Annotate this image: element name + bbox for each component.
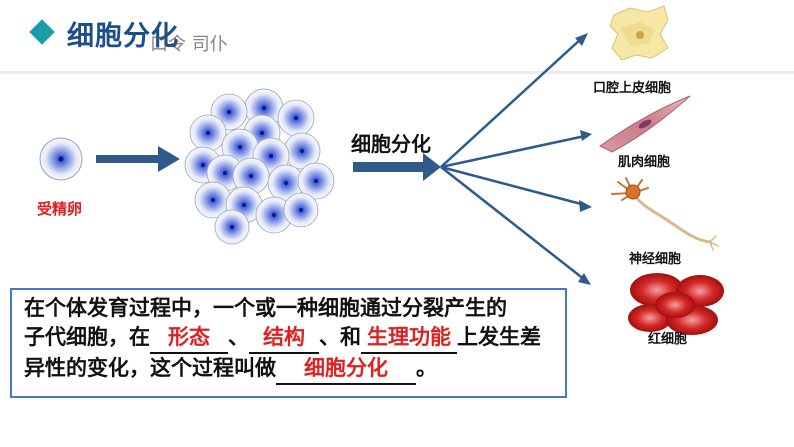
zygote-cell — [39, 137, 83, 181]
process-label: 细胞分化 — [351, 132, 431, 156]
definition-text: 在个体发育过程中，一个或一种细胞通过分裂产生的 — [24, 296, 507, 320]
epithelial-cell-image — [609, 5, 669, 61]
answer-text: 细胞分化 — [304, 356, 388, 380]
muscle-cell-image — [599, 95, 691, 153]
definition-text: 、 — [228, 325, 249, 349]
answer-text: 生理功能 — [367, 325, 451, 349]
definition-box: 在个体发育过程中，一个或一种细胞通过分裂产生的 子代细胞，在形态、结构、和生理功… — [10, 288, 567, 398]
branch-arrows — [440, 33, 592, 285]
definition-line-1: 在个体发育过程中，一个或一种细胞通过分裂产生的 — [24, 294, 555, 323]
answer-text: 结构 — [263, 325, 305, 349]
nerve-cell-image — [611, 177, 719, 251]
differentiation-arrow — [353, 153, 441, 181]
zygote-label: 受精卵 — [37, 200, 83, 218]
answer-blank-3: 生理功能 — [361, 323, 457, 354]
cell-label-muscle: 肌肉细胞 — [618, 155, 671, 170]
definition-text: 子代细胞，在 — [24, 325, 150, 349]
cell-cluster — [184, 88, 335, 245]
answer-blank-4: 细胞分化 — [276, 354, 416, 385]
red-blood-cell-image — [628, 273, 724, 335]
definition-text: 异性的变化，这个过程叫做 — [24, 356, 276, 380]
page-title: 细胞分化 — [67, 21, 179, 52]
definition-text: 上发生差 — [457, 325, 541, 349]
definition-line-3: 异性的变化，这个过程叫做 细胞分化 。 — [24, 354, 555, 385]
answer-text: 形态 — [168, 325, 210, 349]
definition-text: 。 — [416, 356, 437, 380]
definition-text: 、和 — [319, 325, 361, 349]
header-divider — [0, 71, 794, 74]
cell-label-nerve: 神经细胞 — [629, 252, 682, 267]
division-arrow — [96, 146, 180, 172]
definition-line-2: 子代细胞，在形态、结构、和生理功能上发生差 — [24, 323, 555, 354]
cell-label-rbc: 红细胞 — [648, 332, 688, 347]
answer-blank-2: 结构 — [249, 323, 319, 354]
answer-blank-1: 形态 — [150, 323, 228, 354]
cell-label-epithelial: 口腔上皮细胞 — [593, 81, 672, 96]
faded-subtitle: 口令 司仆 — [150, 34, 228, 55]
